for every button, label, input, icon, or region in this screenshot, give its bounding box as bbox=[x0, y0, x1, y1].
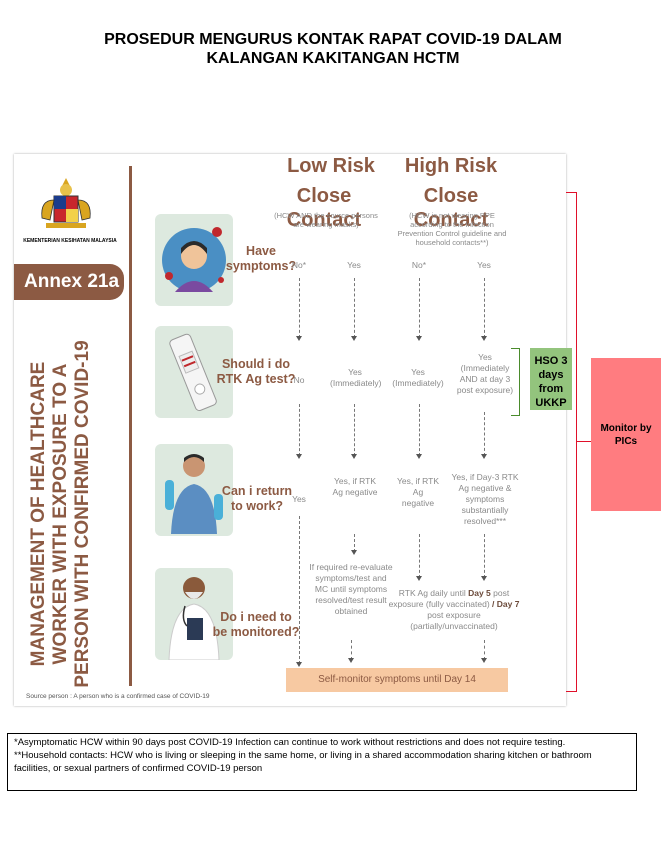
cell-r1-c4: Yes bbox=[477, 260, 491, 270]
arrow-head-icon bbox=[351, 336, 357, 341]
arrow-line bbox=[299, 404, 300, 456]
cell-r2-c4: Yes (Immediately AND at day 3 post expos… bbox=[456, 352, 514, 395]
monitor-box: Monitor by PICs bbox=[591, 358, 661, 511]
monitor-bracket bbox=[566, 192, 577, 692]
vertical-title-line-3: PERSON WITH CONFIRMED COVID-19 bbox=[72, 340, 93, 688]
arrow-head-icon bbox=[296, 454, 302, 459]
footnotes-box: *Asymptomatic HCW within 90 days post CO… bbox=[7, 733, 637, 791]
arrow-head-icon bbox=[416, 576, 422, 581]
annex-poster: KEMENTERIAN KESIHATAN MALAYSIA Annex 21a… bbox=[14, 154, 566, 706]
vertical-title-line-1: MANAGEMENT OF HEALTHCARE bbox=[28, 361, 49, 667]
low-risk-note: (HCW AND the source persons are wearing … bbox=[274, 211, 378, 229]
arrow-head-icon bbox=[351, 454, 357, 459]
page-title-line-2: KALANGAN KAKITANGAN HCTM bbox=[206, 50, 460, 67]
test-kit-icon bbox=[169, 333, 217, 412]
cell-r1-c2: Yes bbox=[347, 260, 361, 270]
self-monitor-banner: Self-monitor symptoms until Day 14 bbox=[286, 668, 508, 692]
divider-line bbox=[129, 166, 132, 686]
arrow-head-icon bbox=[296, 662, 302, 667]
cell-r3-c4: Yes, if Day-3 RTK Ag negative & symptoms… bbox=[451, 472, 519, 526]
arrow-line bbox=[299, 278, 300, 338]
symptoms-illustration bbox=[155, 214, 233, 306]
cell-r1-c3: No* bbox=[411, 260, 427, 270]
cell-r1-c1: No* bbox=[291, 260, 307, 270]
cell-r2-c2: Yes (Immediately) bbox=[330, 367, 382, 388]
arrow-line bbox=[484, 640, 485, 660]
rtk-test-illustration bbox=[155, 326, 233, 418]
arrow-head-icon bbox=[481, 454, 487, 459]
arrow-line bbox=[419, 534, 420, 578]
source-person-note: Source person : A person who is a confir… bbox=[26, 693, 210, 700]
cell-r3-c2: Yes, if RTK Ag negative bbox=[332, 476, 378, 497]
page-title-line-1: PROSEDUR MENGURUS KONTAK RAPAT COVID-19 … bbox=[104, 31, 562, 48]
coat-of-arms-icon bbox=[41, 178, 91, 228]
vertical-title-line-2: WORKER WITH EXPOSURE TO A bbox=[50, 363, 71, 665]
question-return-to-work: Can i return to work? bbox=[221, 484, 293, 513]
question-be-monitored: Do i need to be monitored? bbox=[212, 610, 300, 639]
ministry-label: KEMENTERIAN KESIHATAN MALAYSIA bbox=[23, 238, 117, 244]
arrow-line bbox=[351, 640, 352, 660]
cell-r4-c2: If required re-evaluate symptoms/test an… bbox=[309, 562, 393, 616]
arrow-line bbox=[354, 404, 355, 456]
hso-bracket bbox=[511, 348, 520, 416]
footnote-household: **Household contacts: HCW who is living … bbox=[14, 750, 592, 774]
question-rtk-test: Should i do RTK Ag test? bbox=[216, 357, 296, 386]
low-risk-heading: Low Risk bbox=[287, 155, 375, 177]
monitoring-illustration bbox=[155, 568, 233, 661]
sick-person-icon bbox=[162, 227, 226, 292]
annex-badge: Annex 21a bbox=[14, 264, 124, 300]
arrow-line bbox=[419, 278, 420, 338]
arrow-head-icon bbox=[296, 336, 302, 341]
arrow-line bbox=[354, 534, 355, 552]
cell-r3-c3: Yes, if RTK Ag negative bbox=[396, 476, 440, 508]
high-risk-heading: High Risk bbox=[404, 155, 498, 177]
arrow-head-icon bbox=[481, 336, 487, 341]
monitor-connector bbox=[576, 441, 591, 442]
high-risk-note: (HCW is not wearing PPE according to the… bbox=[397, 211, 507, 247]
question-have-symptoms: Have symptoms? bbox=[225, 244, 297, 273]
cell-r2-c1: No bbox=[293, 375, 305, 385]
footnote-asymptomatic: *Asymptomatic HCW within 90 days post CO… bbox=[14, 737, 566, 748]
arrow-line bbox=[484, 278, 485, 338]
arrow-head-icon bbox=[481, 658, 487, 663]
arrow-head-icon bbox=[416, 336, 422, 341]
arrow-line bbox=[354, 278, 355, 338]
page-title: PROSEDUR MENGURUS KONTAK RAPAT COVID-19 … bbox=[20, 30, 646, 68]
arrow-line bbox=[484, 534, 485, 578]
arrow-line bbox=[484, 412, 485, 456]
cell-r2-c3: Yes (Immediately) bbox=[392, 367, 444, 388]
doctor-icon bbox=[168, 577, 220, 661]
arrow-head-icon bbox=[481, 576, 487, 581]
arrow-line bbox=[299, 516, 300, 664]
arrow-head-icon bbox=[416, 454, 422, 459]
cell-r4-c3: RTK Ag daily until Day 5 post exposure (… bbox=[388, 588, 520, 631]
hso-box: HSO 3 days from UKKP bbox=[530, 348, 572, 410]
return-work-illustration bbox=[155, 444, 233, 536]
arrow-head-icon bbox=[351, 550, 357, 555]
arrow-head-icon bbox=[348, 658, 354, 663]
healthcare-worker-icon bbox=[165, 454, 223, 534]
cell-r3-c1: Yes bbox=[292, 494, 306, 504]
arrow-line bbox=[419, 404, 420, 456]
high-risk-subheading: Close Contact bbox=[413, 185, 489, 231]
low-risk-subheading: Close Contact bbox=[286, 185, 362, 231]
